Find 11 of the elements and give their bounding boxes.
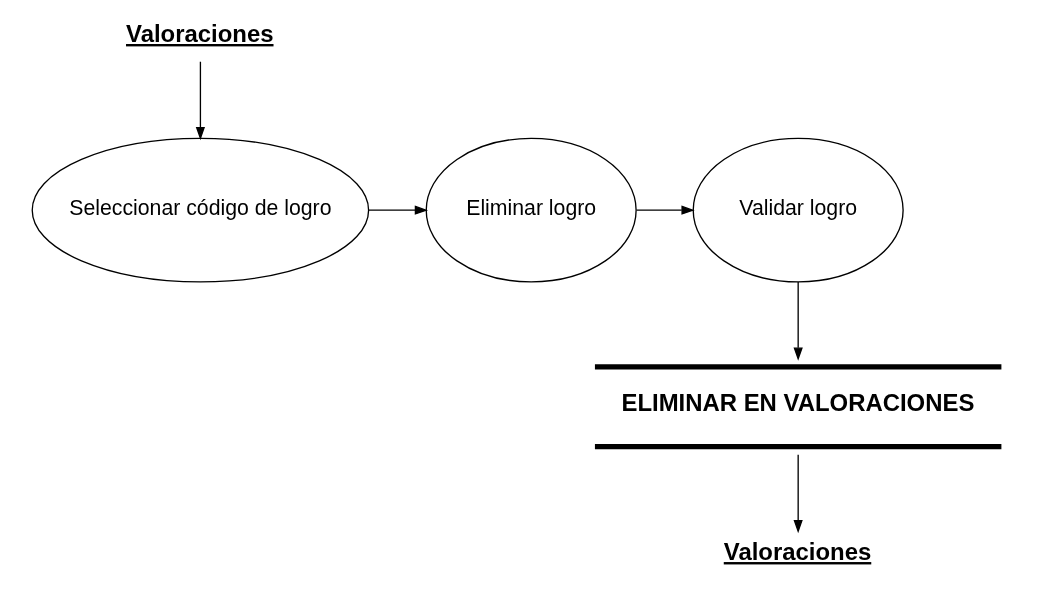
node-text: Valoraciones xyxy=(126,19,274,47)
node-ellipse: Seleccionar código de logro xyxy=(31,137,370,283)
node-ellipse: Eliminar logro xyxy=(425,137,637,283)
arrow xyxy=(368,205,429,215)
arrow xyxy=(793,281,803,361)
node-text: Valoraciones xyxy=(723,538,872,566)
arrow xyxy=(195,61,206,141)
arrow xyxy=(793,454,803,534)
arrow xyxy=(635,205,695,215)
node-text: ELIMINAR EN VALORACIONES xyxy=(621,389,975,417)
node-ellipse: Validar logro xyxy=(692,137,904,283)
